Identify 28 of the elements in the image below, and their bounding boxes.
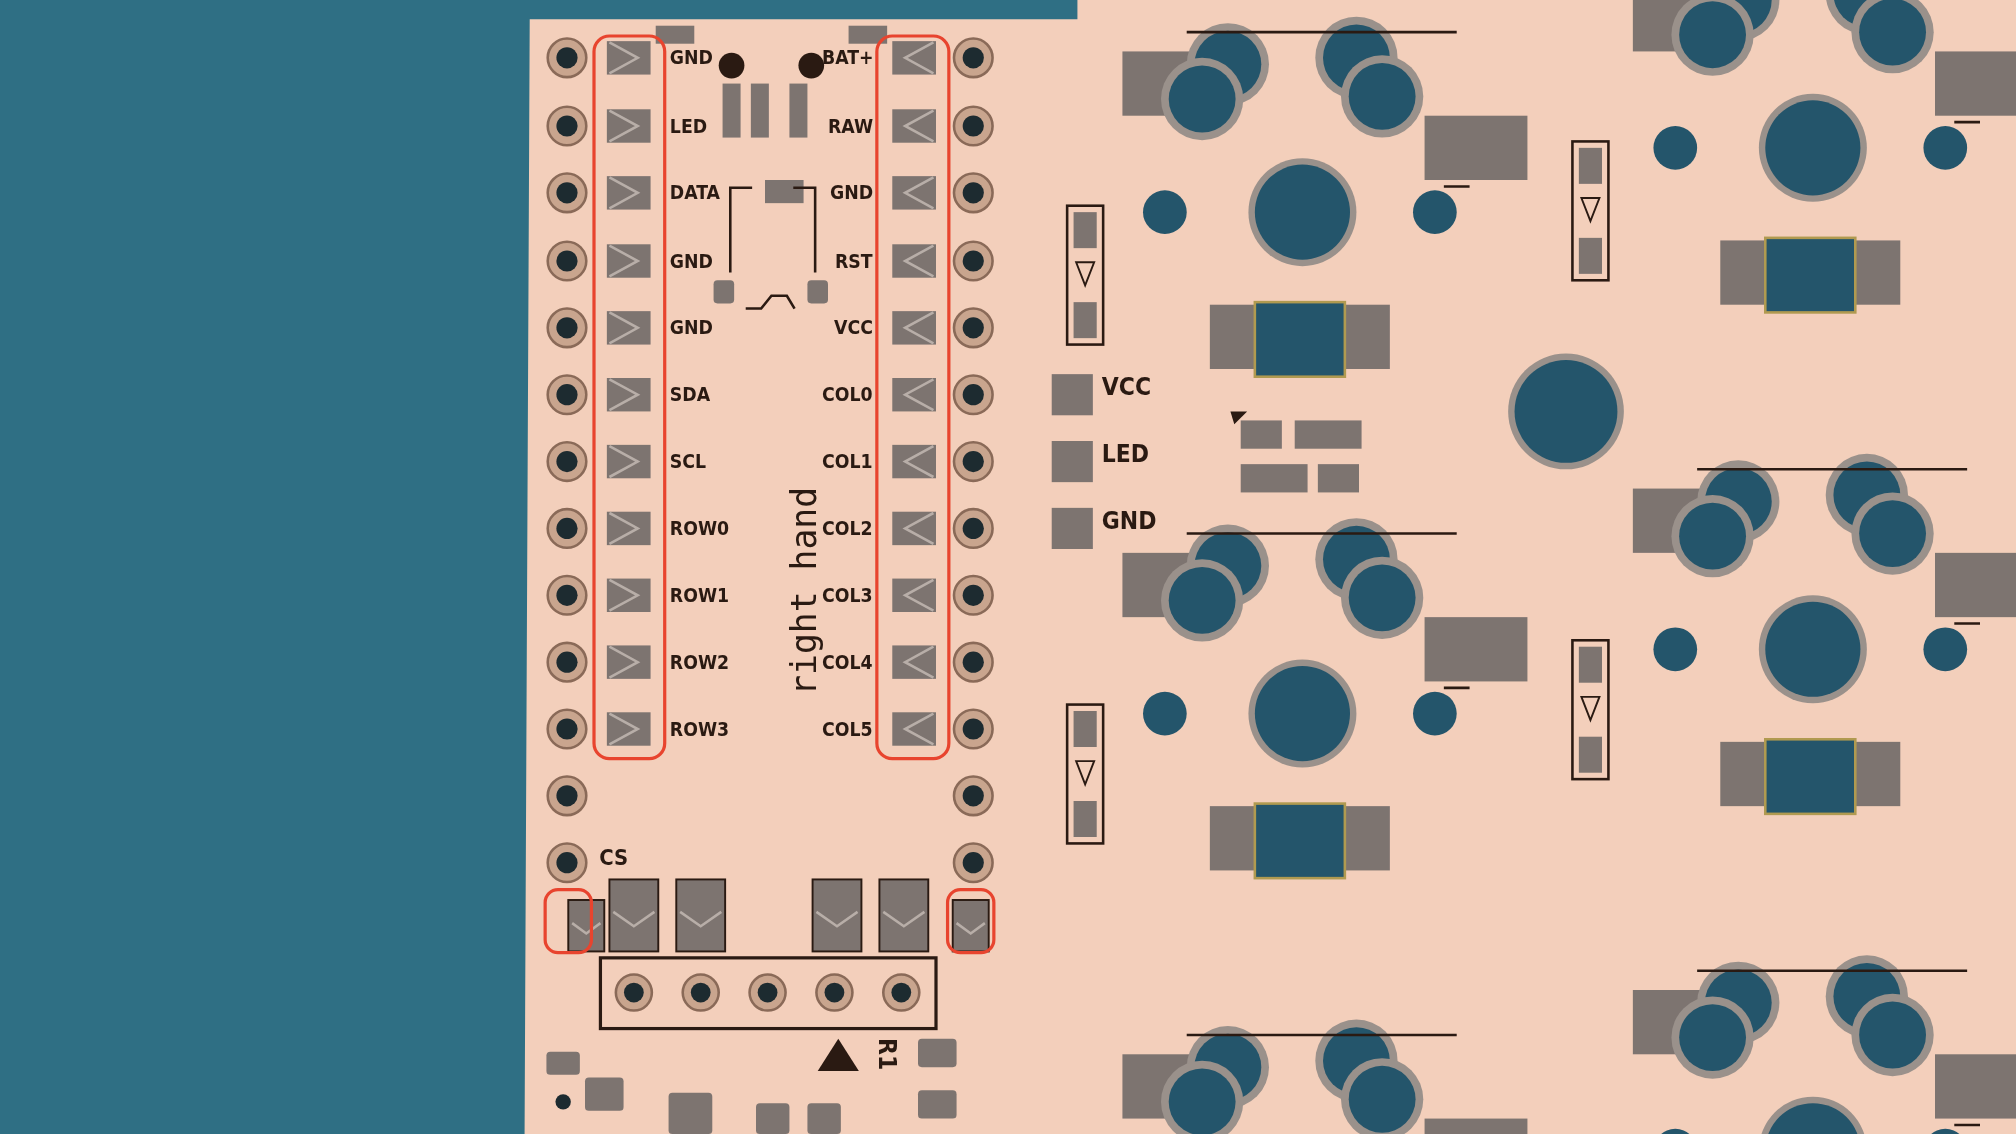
- pin-label: RST: [835, 251, 873, 271]
- pin-label: ROW3: [669, 719, 730, 739]
- pin-label: COL4: [822, 652, 873, 672]
- pin-label: COL1: [822, 452, 873, 472]
- pin-label: COL2: [822, 518, 873, 539]
- pin-label: COL5: [822, 719, 873, 739]
- pin-label: VCC: [1101, 375, 1152, 400]
- board-side-label: right hand: [787, 486, 823, 696]
- pin-label: ROW0: [669, 518, 730, 539]
- pin-label: RAW: [828, 116, 874, 136]
- pin-label: GND: [669, 251, 713, 271]
- pin-label: CS: [599, 846, 629, 869]
- pin-label: ROW1: [669, 585, 730, 606]
- pin-label: GND: [669, 48, 713, 68]
- pin-label: COL3: [822, 585, 873, 606]
- pin-label: GND: [1101, 508, 1157, 534]
- pin-label: SCL: [669, 452, 707, 472]
- pin-label: GND: [830, 183, 874, 203]
- pin-label: GND: [669, 318, 713, 338]
- pin-label: LED: [1101, 441, 1150, 467]
- pin-label: SDA: [669, 385, 711, 405]
- pin-label: BAT+: [822, 48, 874, 68]
- pin-label: COL0: [822, 385, 873, 405]
- pin-label: ROW2: [669, 652, 730, 672]
- pin-label: VCC: [834, 318, 873, 338]
- pin-label: LED: [669, 116, 708, 136]
- pin-label: DATA: [669, 183, 720, 203]
- component-label: R1: [875, 1038, 900, 1071]
